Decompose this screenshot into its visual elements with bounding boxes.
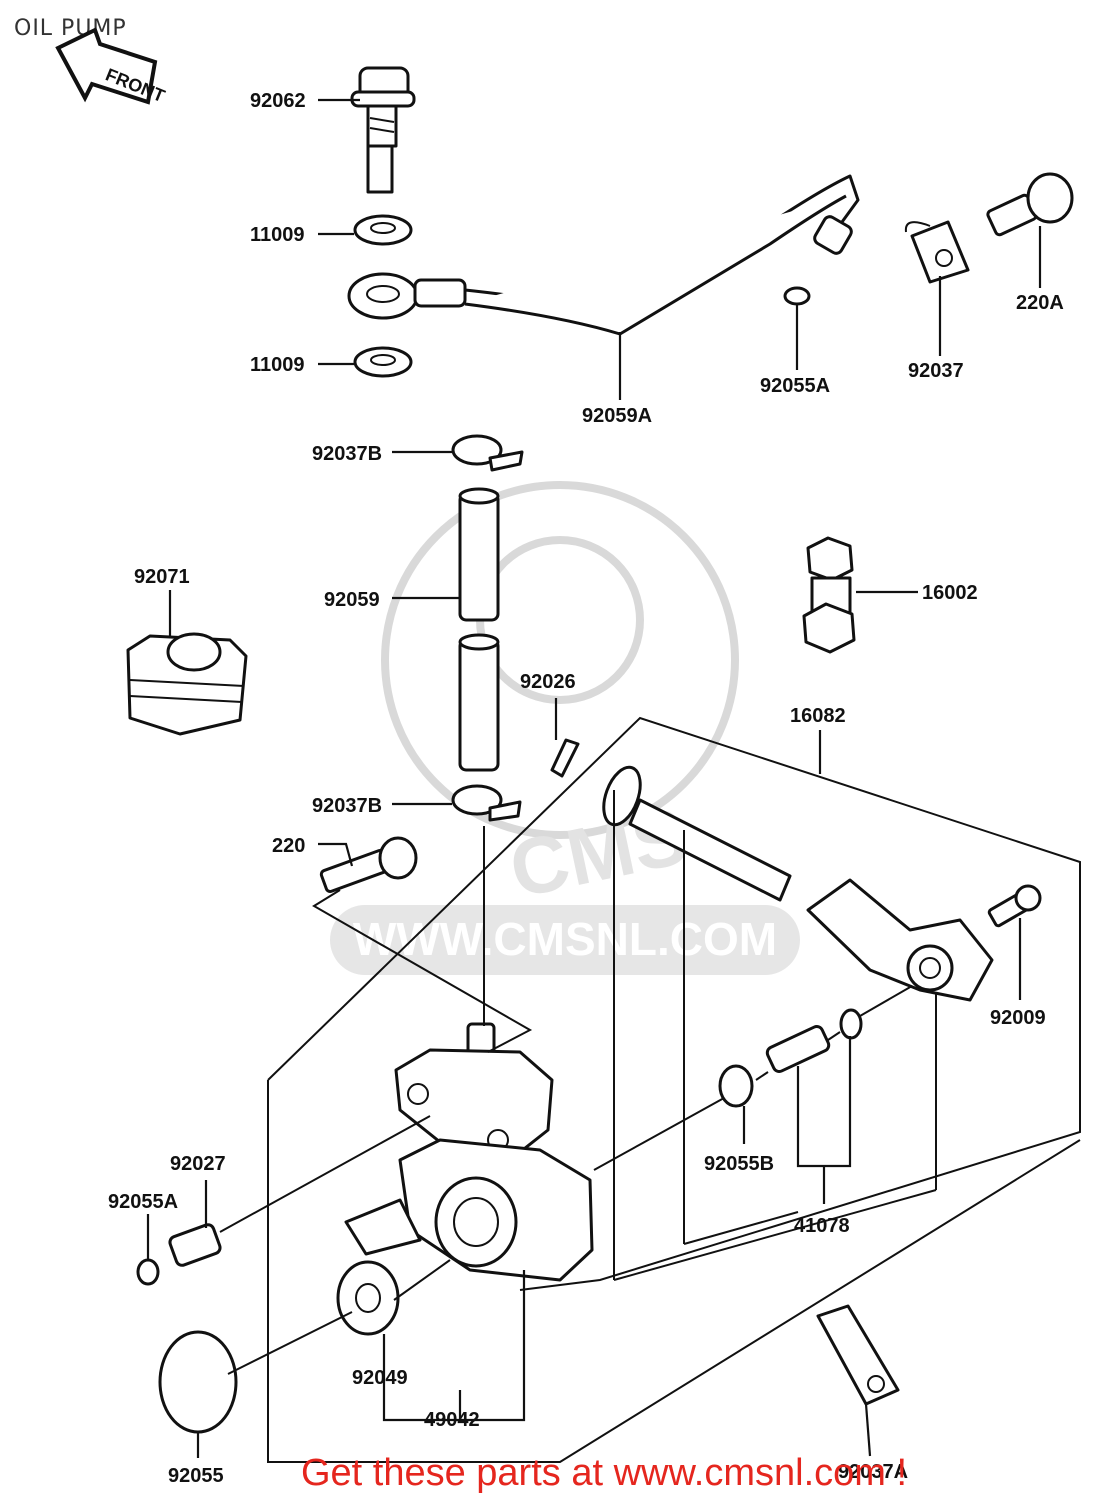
front-arrow-icon: FRONT [55, 27, 168, 106]
watermark-text: WWW.CMSNL.COM [353, 913, 777, 965]
label-92055: 92055 [168, 1465, 224, 1487]
plate-92037A [816, 1304, 900, 1406]
screw-220A [986, 172, 1074, 237]
label-92009: 92009 [990, 1007, 1046, 1029]
label-92071: 92071 [134, 566, 190, 588]
label-92027: 92027 [170, 1153, 226, 1175]
gear-shaft-16082 [602, 765, 994, 1002]
label-16002: 16002 [922, 582, 978, 604]
hose-92059 [458, 487, 500, 772]
bolt-16002 [802, 536, 856, 654]
washer-11009-bottom [353, 346, 413, 378]
label-92062: 92062 [250, 90, 306, 112]
label-220A: 220A [1016, 292, 1064, 314]
part-labels: 92062 11009 11009 92059A 92055A 92037 22… [108, 90, 1064, 1487]
hose-clamp-92037B-top [451, 434, 524, 472]
label-92049: 92049 [352, 1367, 408, 1389]
label-92055A-top: 92055A [760, 375, 830, 397]
label-92037: 92037 [908, 360, 964, 382]
clamp-92037 [904, 220, 970, 284]
label-92026: 92026 [520, 671, 576, 693]
oring-92055A-top [783, 286, 811, 306]
oil-pipe-92059A [347, 174, 860, 336]
label-92037B-top: 92037B [312, 443, 382, 465]
screw-220 [319, 836, 418, 893]
cap-92071 [126, 632, 248, 736]
label-16082: 16082 [790, 705, 846, 727]
oring-41078-small [839, 1008, 863, 1040]
hose-clamp-92037B-bottom [451, 784, 522, 822]
footer-link[interactable]: Get these parts at www.cmsnl.com ! [0, 1452, 1118, 1495]
oring-92055B [718, 1064, 754, 1108]
label-92055A-bottom: 92055A [108, 1191, 178, 1213]
seal-92049 [336, 1260, 400, 1336]
oring-92055A-bottom [136, 1258, 160, 1286]
label-92059: 92059 [324, 589, 380, 611]
banjo-bolt-92062 [350, 66, 416, 194]
watermark: WWW.CMSNL.COM CMS [330, 481, 800, 975]
label-92059A: 92059A [582, 405, 652, 427]
label-49042: 49042 [424, 1409, 480, 1431]
washer-11009-top [353, 214, 413, 246]
watermark-logo: CMS [502, 791, 694, 915]
label-92037B-bottom: 92037B [312, 795, 382, 817]
oil-pump-body-49042 [344, 1022, 594, 1282]
label-11009-bottom: 11009 [250, 354, 305, 376]
label-92037A: 92037A [838, 1461, 908, 1483]
footer-text[interactable]: Get these parts at www.cmsnl.com ! [300, 1452, 908, 1494]
label-11009-top: 11009 [250, 224, 305, 246]
spring-92026 [550, 738, 580, 778]
label-220: 220 [272, 835, 305, 857]
collar-92027 [168, 1223, 222, 1267]
label-92055B: 92055B [704, 1153, 774, 1175]
oring-92055 [158, 1330, 238, 1434]
label-41078: 41078 [794, 1215, 850, 1237]
page-title: OIL PUMP [14, 16, 127, 41]
leader-lines [146, 98, 1081, 1463]
screw-92009 [987, 884, 1042, 928]
valve-spring-41078 [765, 1025, 831, 1073]
